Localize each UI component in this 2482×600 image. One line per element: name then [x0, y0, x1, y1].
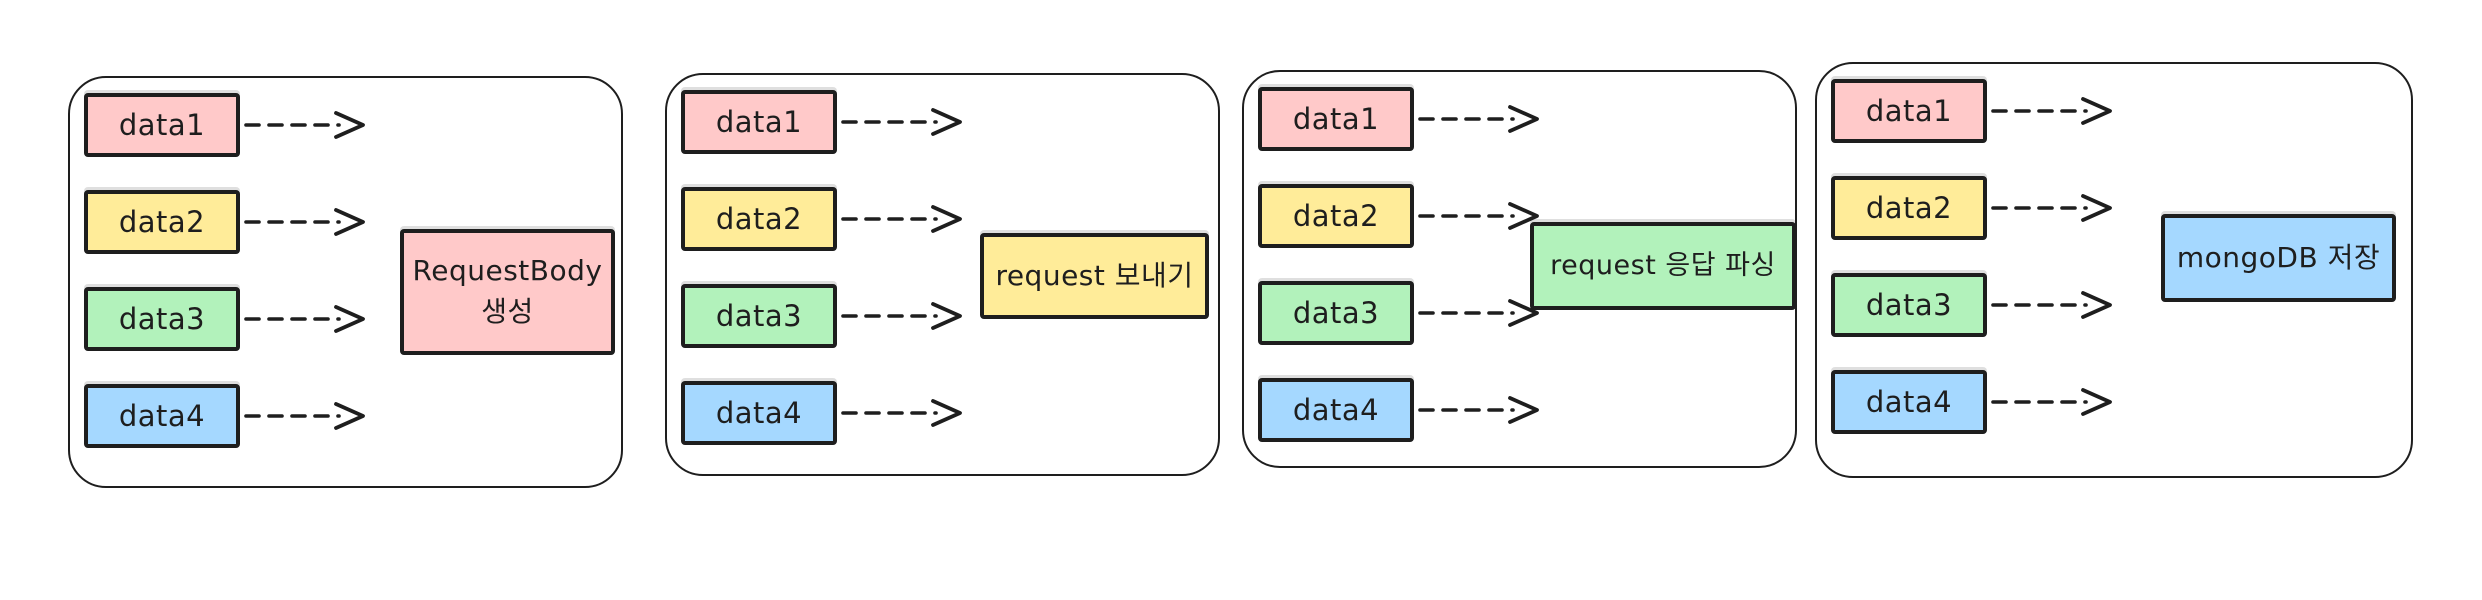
data-box: data4 — [84, 384, 240, 448]
process-label-line1: RequestBody — [412, 254, 603, 288]
data-box-label: data1 — [118, 108, 206, 142]
step-panel-request-send: data1 data2 data3 data4 request 보내기 — [665, 73, 1220, 476]
data-box: data1 — [84, 93, 240, 157]
dashed-arrow-icon — [1418, 299, 1539, 327]
data-row: data3 — [84, 287, 374, 351]
data-row: data4 — [681, 381, 971, 445]
data-row: data3 — [1831, 273, 2121, 337]
dashed-arrow-icon — [1418, 396, 1539, 424]
data-box: data3 — [84, 287, 240, 351]
data-row: data2 — [84, 190, 374, 254]
data-box-label: data3 — [715, 299, 803, 333]
data-box: data2 — [1258, 184, 1414, 248]
dashed-arrow-icon — [841, 302, 962, 330]
data-row: data1 — [1258, 87, 1548, 151]
data-box: data3 — [1258, 281, 1414, 345]
step-panel-response-parsing: data1 data2 data3 data4 request 응답 파싱 — [1242, 70, 1797, 468]
data-box-label: data1 — [715, 105, 803, 139]
data-row: data1 — [1831, 79, 2121, 143]
step-panel-mongodb-save: data1 data2 data3 data4 mongoDB 저장 — [1815, 62, 2413, 478]
dashed-arrow-icon — [244, 111, 365, 139]
dashed-arrow-icon — [1991, 194, 2112, 222]
data-box-label: data2 — [1292, 199, 1380, 233]
process-box: request 보내기 — [980, 233, 1209, 319]
data-box: data4 — [1831, 370, 1987, 434]
data-row: data4 — [84, 384, 374, 448]
data-box-label: data3 — [118, 302, 206, 336]
dashed-arrow-icon — [841, 399, 962, 427]
data-row: data1 — [84, 93, 374, 157]
process-box: RequestBody 생성 — [400, 229, 615, 355]
data-box: data4 — [681, 381, 837, 445]
data-box-label: data1 — [1865, 94, 1953, 128]
data-box-label: data2 — [715, 202, 803, 236]
data-box: data2 — [681, 187, 837, 251]
dashed-arrow-icon — [244, 402, 365, 430]
data-box: data1 — [1831, 79, 1987, 143]
process-label-line2: 생성 — [481, 295, 534, 328]
data-row: data2 — [1258, 184, 1548, 248]
process-label-line1: request 응답 파싱 — [1550, 250, 1776, 282]
data-column: data1 data2 data3 data4 — [84, 93, 374, 448]
data-box: data3 — [681, 284, 837, 348]
data-box-label: data1 — [1292, 102, 1380, 136]
dashed-arrow-icon — [841, 108, 962, 136]
process-label-line1: mongoDB 저장 — [2176, 240, 2381, 274]
dashed-arrow-icon — [1418, 105, 1539, 133]
dashed-arrow-icon — [841, 205, 962, 233]
data-row: data4 — [1258, 378, 1548, 442]
data-row: data4 — [1831, 370, 2121, 434]
data-column: data1 data2 data3 data4 — [1258, 87, 1548, 442]
data-row: data3 — [1258, 281, 1548, 345]
data-box: data4 — [1258, 378, 1414, 442]
data-row: data1 — [681, 90, 971, 154]
data-box-label: data3 — [1865, 288, 1953, 322]
process-box: mongoDB 저장 — [2161, 214, 2396, 302]
data-box: data3 — [1831, 273, 1987, 337]
data-box-label: data4 — [1292, 393, 1380, 427]
data-box: data1 — [1258, 87, 1414, 151]
data-box: data2 — [1831, 176, 1987, 240]
data-box-label: data4 — [118, 399, 206, 433]
dashed-arrow-icon — [244, 208, 365, 236]
data-box: data2 — [84, 190, 240, 254]
data-box-label: data2 — [118, 205, 206, 239]
data-row: data2 — [1831, 176, 2121, 240]
dashed-arrow-icon — [1418, 202, 1539, 230]
data-box-label: data4 — [1865, 385, 1953, 419]
step-panel-requestbody-creation: data1 data2 data3 data4 RequestBody 생성 — [68, 76, 623, 488]
data-row: data2 — [681, 187, 971, 251]
data-box: data1 — [681, 90, 837, 154]
dashed-arrow-icon — [1991, 388, 2112, 416]
data-box-label: data3 — [1292, 296, 1380, 330]
dashed-arrow-icon — [1991, 97, 2112, 125]
dashed-arrow-icon — [244, 305, 365, 333]
data-box-label: data2 — [1865, 191, 1953, 225]
process-label-line1: request 보내기 — [995, 258, 1194, 292]
data-row: data3 — [681, 284, 971, 348]
dashed-arrow-icon — [1991, 291, 2112, 319]
process-box: request 응답 파싱 — [1530, 222, 1796, 310]
data-column: data1 data2 data3 data4 — [681, 90, 971, 445]
data-column: data1 data2 data3 data4 — [1831, 79, 2121, 434]
data-box-label: data4 — [715, 396, 803, 430]
